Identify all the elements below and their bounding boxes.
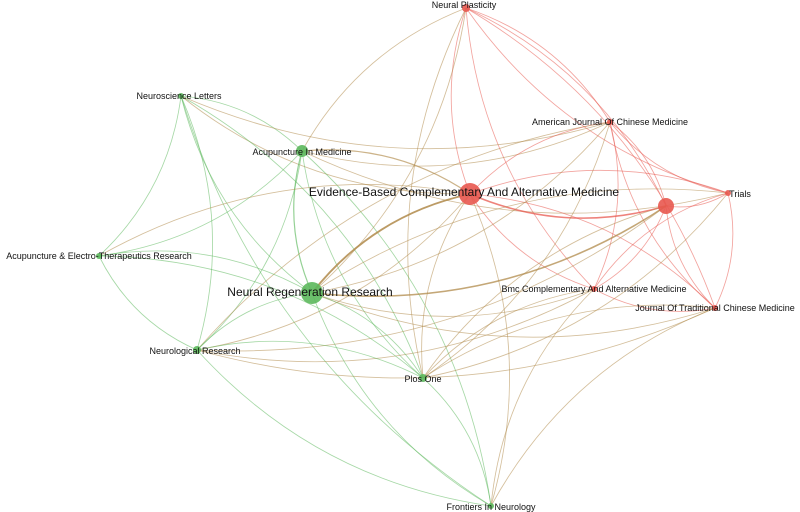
- edge-trials-plos-one: [422, 192, 729, 379]
- label-neurological-research: Neurological Research: [149, 346, 240, 356]
- edge-acupuncture-in-medicine-american-journal-chinese-medicine: [301, 121, 611, 167]
- edge-neural-regeneration-research-frontiers-in-neurology: [311, 292, 492, 507]
- edge-neural-plasticity-plos-one: [407, 7, 467, 379]
- label-bmc-cam: Bmc Complementary And Alternative Medici…: [501, 284, 686, 294]
- label-frontiers-in-neurology: Frontiers In Neurology: [446, 502, 536, 512]
- node-red-unlabeled[interactable]: [658, 198, 674, 214]
- edge-trials-neural-regeneration-research: [311, 188, 729, 294]
- edge-american-journal-chinese-medicine-bmc-cam: [593, 121, 619, 290]
- edge-bmc-cam-neural-regeneration-research: [311, 288, 595, 317]
- edge-acupuncture-in-medicine-acupuncture-electro: [98, 150, 303, 257]
- edge-neural-plasticity-acupuncture-in-medicine: [301, 7, 467, 152]
- edge-neuroscience-letters-neural-regeneration-research: [180, 95, 313, 294]
- edge-neural-regeneration-research-neurological-research: [196, 292, 313, 351]
- node-bmc-cam[interactable]: [591, 286, 597, 292]
- edge-american-journal-chinese-medicine-trials: [609, 121, 729, 194]
- edge-acupuncture-electro-neurological-research: [98, 255, 198, 351]
- node-neural-plasticity[interactable]: [462, 4, 470, 12]
- node-neurological-research[interactable]: [193, 346, 201, 354]
- edge-ecam-jtcm: [469, 193, 716, 309]
- label-jtcm: Journal Of Traditional Chinese Medicine: [635, 303, 795, 313]
- edge-jtcm-plos-one: [422, 304, 716, 379]
- edge-neural-plasticity-ecam: [450, 7, 471, 195]
- node-jtcm[interactable]: [712, 305, 718, 311]
- edge-layer: [98, 7, 734, 507]
- edge-neural-plasticity-american-journal-chinese-medicine: [465, 7, 611, 123]
- edge-acupuncture-in-medicine-frontiers-in-neurology: [301, 150, 492, 507]
- node-neural-regeneration-research[interactable]: [301, 282, 323, 304]
- edge-trials-bmc-cam: [593, 192, 729, 290]
- edge-ecam-neurological-research: [196, 193, 471, 351]
- edge-ecam-acupuncture-electro: [98, 184, 471, 257]
- label-acupuncture-electro: Acupuncture & Electro-Therapeutics Resea…: [6, 251, 192, 261]
- edge-acupuncture-in-medicine-plos-one: [301, 150, 424, 379]
- edge-neurological-research-plos-one: [196, 340, 424, 379]
- edge-red-unlabeled-neurological-research: [196, 205, 667, 352]
- edge-ecam-american-journal-chinese-medicine: [469, 121, 611, 195]
- label-american-journal-chinese-medicine: American Journal Of Chinese Medicine: [532, 117, 688, 127]
- edge-neural-plasticity-trials: [465, 7, 729, 194]
- label-ecam: Evidence-Based Complementary And Alterna…: [309, 185, 619, 199]
- label-acupuncture-in-medicine: Acupuncture In Medicine: [252, 147, 351, 157]
- edge-neural-plasticity-bmc-cam: [465, 7, 595, 290]
- edge-red-unlabeled-bmc-cam: [593, 205, 667, 290]
- edge-neural-regeneration-research-plos-one: [311, 292, 424, 379]
- edge-neuroscience-letters-american-journal-chinese-medicine: [180, 95, 611, 150]
- edge-jtcm-neural-regeneration-research: [311, 292, 716, 338]
- edge-american-journal-chinese-medicine-jtcm: [609, 121, 716, 309]
- edge-acupuncture-electro-neural-regeneration-research: [98, 250, 313, 294]
- label-plos-one: Plos One: [404, 374, 441, 384]
- edge-ecam-bmc-cam: [469, 193, 595, 290]
- edge-american-journal-chinese-medicine-neurological-research: [196, 121, 611, 351]
- edge-neuroscience-letters-acupuncture-electro: [98, 95, 182, 257]
- edge-neuroscience-letters-ecam: [180, 95, 471, 195]
- label-neural-regeneration-research: Neural Regeneration Research: [227, 285, 392, 299]
- edge-jtcm-neurological-research: [196, 307, 716, 379]
- edge-ecam-plos-one: [421, 193, 471, 379]
- node-american-journal-chinese-medicine[interactable]: [607, 119, 613, 125]
- edge-neuroscience-letters-plos-one: [180, 95, 424, 379]
- label-trials: Trials: [729, 189, 751, 199]
- edge-ecam-neural-regeneration-research: [311, 193, 471, 294]
- edge-plos-one-frontiers-in-neurology: [422, 377, 492, 507]
- edge-neuroscience-letters-frontiers-in-neurology: [180, 95, 492, 507]
- edge-trials-jtcm: [714, 192, 734, 309]
- edge-american-journal-chinese-medicine-neural-regeneration-research: [311, 121, 611, 294]
- edge-neuroscience-letters-acupuncture-in-medicine: [180, 95, 303, 152]
- edge-acupuncture-electro-plos-one: [98, 255, 424, 379]
- edge-bmc-cam-neurological-research: [196, 288, 595, 363]
- node-frontiers-in-neurology[interactable]: [488, 503, 494, 509]
- node-acupuncture-electro[interactable]: [96, 253, 102, 259]
- edge-neuroscience-letters-neurological-research: [180, 95, 213, 351]
- label-neuroscience-letters: Neuroscience Letters: [136, 91, 222, 101]
- edge-bmc-cam-jtcm: [593, 288, 716, 312]
- edge-bmc-cam-plos-one: [422, 288, 595, 379]
- edge-neural-plasticity-red-unlabeled: [465, 7, 667, 207]
- edge-acupuncture-in-medicine-neurological-research: [196, 150, 303, 351]
- edge-ecam-red-unlabeled: [469, 193, 667, 219]
- edge-acupuncture-in-medicine-neural-regeneration-research: [293, 150, 313, 294]
- node-layer: [96, 4, 731, 509]
- node-acupuncture-in-medicine[interactable]: [296, 145, 308, 157]
- node-trials[interactable]: [725, 190, 731, 196]
- node-plos-one[interactable]: [419, 374, 427, 382]
- node-neuroscience-letters[interactable]: [178, 93, 184, 99]
- edge-jtcm-frontiers-in-neurology: [490, 307, 716, 507]
- edge-american-journal-chinese-medicine-red-unlabeled: [609, 121, 667, 207]
- edge-acupuncture-in-medicine-ecam: [301, 149, 471, 195]
- edge-neurological-research-frontiers-in-neurology: [196, 349, 492, 507]
- edge-bmc-cam-frontiers-in-neurology: [490, 288, 595, 507]
- label-neural-plasticity: Neural Plasticity: [432, 0, 497, 10]
- node-ecam[interactable]: [459, 183, 481, 205]
- edge-red-unlabeled-neural-regeneration-research: [311, 205, 667, 297]
- edge-neural-plasticity-jtcm: [465, 7, 716, 309]
- edge-ecam-frontiers-in-neurology: [469, 193, 510, 507]
- edge-ecam-trials: [469, 169, 729, 195]
- edge-american-journal-chinese-medicine-plos-one: [422, 121, 611, 379]
